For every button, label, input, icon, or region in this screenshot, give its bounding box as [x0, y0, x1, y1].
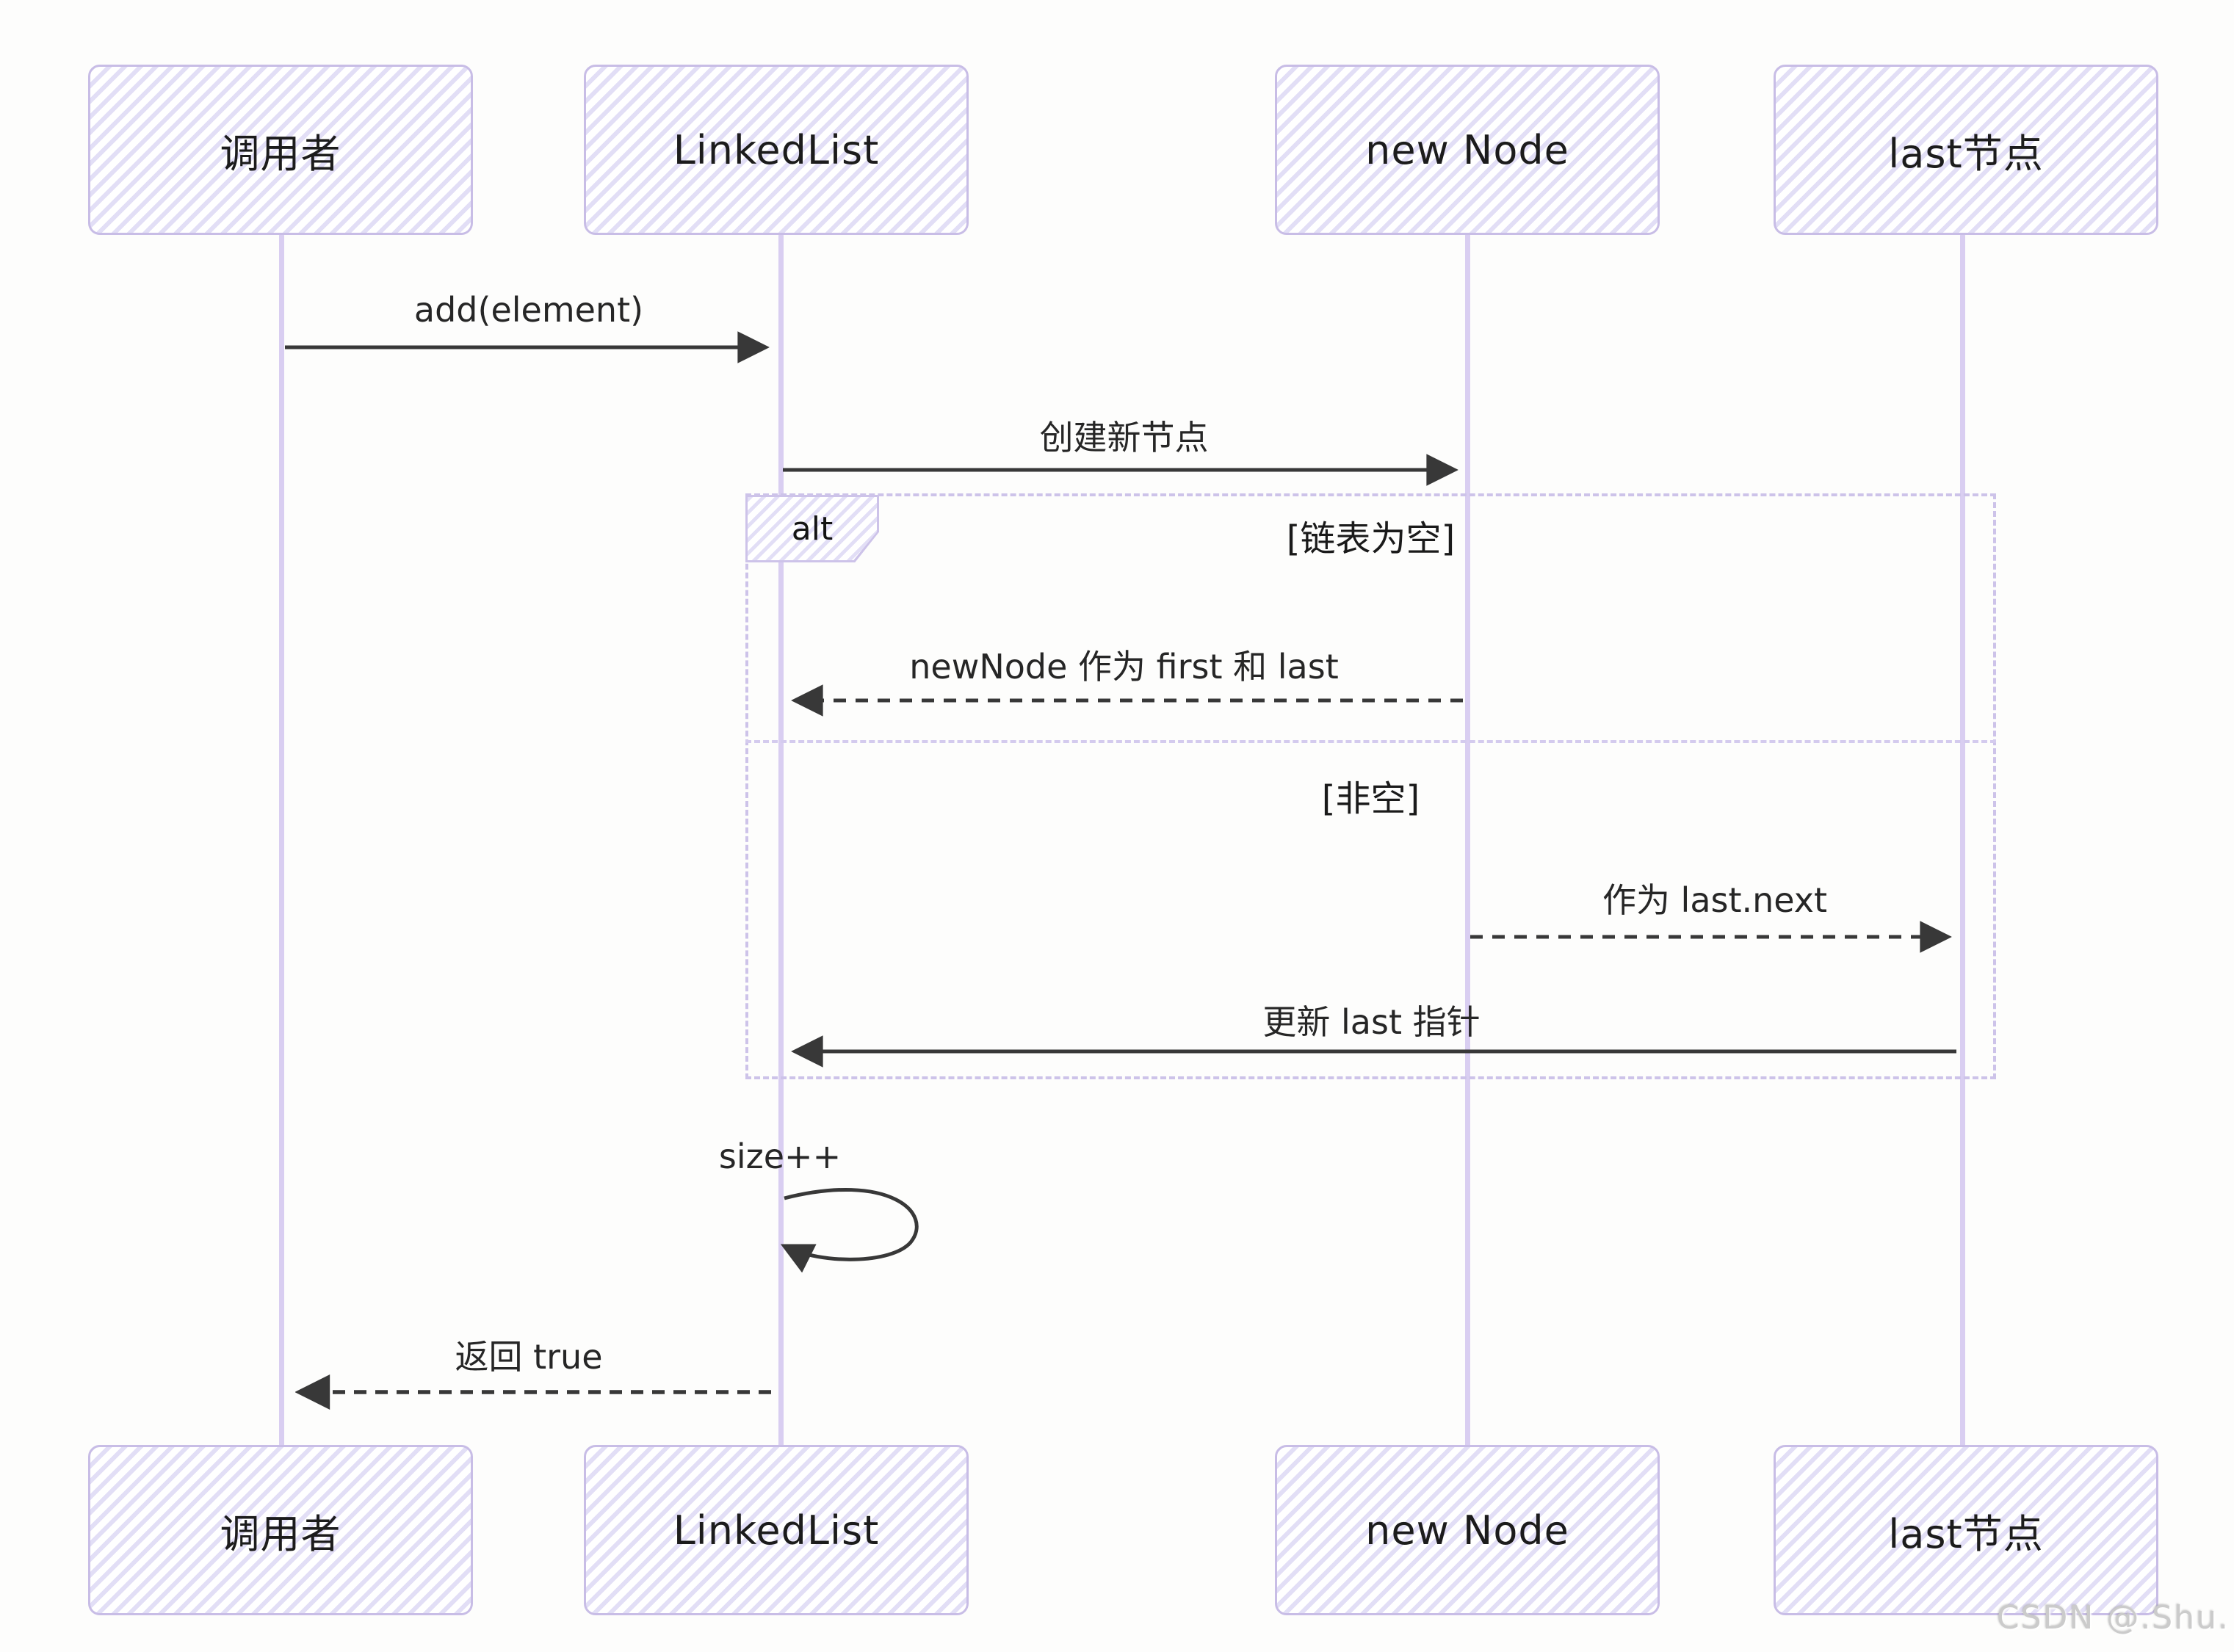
actor-bottom-lastnode: last节点: [1774, 1445, 2158, 1615]
actor-label: 调用者: [220, 130, 341, 177]
arrow-size-increment-selfloop: [784, 1187, 919, 1259]
alt-frame: [745, 493, 1996, 1079]
lifeline-linkedlist: [778, 233, 784, 1449]
actor-top-linkedlist: LinkedList: [584, 65, 969, 235]
lifeline-lastnode: [1960, 233, 1965, 1449]
actor-label: LinkedList: [673, 126, 880, 173]
actor-top-lastnode: last节点: [1774, 65, 2158, 235]
actor-label: new Node: [1365, 1507, 1569, 1554]
message-size-increment: size++: [718, 1137, 842, 1176]
actor-label: new Node: [1365, 126, 1569, 173]
actor-bottom-caller: 调用者: [88, 1445, 473, 1615]
actor-label: LinkedList: [673, 1507, 880, 1554]
message-add-element: add(element): [413, 290, 644, 330]
message-update-last: 更新 last 指针: [1262, 1002, 1481, 1042]
csdn-watermark: CSDN @.Shu.: [1996, 1599, 2230, 1637]
alt-fragment-tag: alt: [745, 495, 879, 562]
lifeline-caller: [279, 233, 284, 1449]
alt-condition-empty: [链表为空]: [1286, 518, 1456, 559]
actor-label: last节点: [1888, 1510, 2044, 1557]
alt-condition-nonempty: [非空]: [1321, 778, 1420, 819]
actor-label: last节点: [1888, 130, 2044, 177]
message-create-node: 创建新节点: [1039, 418, 1209, 457]
actor-bottom-linkedlist: LinkedList: [584, 1445, 969, 1615]
message-as-last-next: 作为 last.next: [1602, 880, 1828, 920]
message-return-true: 返回 true: [455, 1337, 603, 1377]
message-first-and-last: newNode 作为 first 和 last: [909, 647, 1339, 686]
lifeline-newnode: [1465, 233, 1470, 1449]
actor-top-newnode: new Node: [1275, 65, 1660, 235]
actor-bottom-newnode: new Node: [1275, 1445, 1660, 1615]
actor-top-caller: 调用者: [88, 65, 473, 235]
alt-fragment-tag-label: alt: [748, 497, 877, 560]
actor-label: 调用者: [220, 1510, 341, 1557]
alt-divider: [745, 740, 1996, 743]
